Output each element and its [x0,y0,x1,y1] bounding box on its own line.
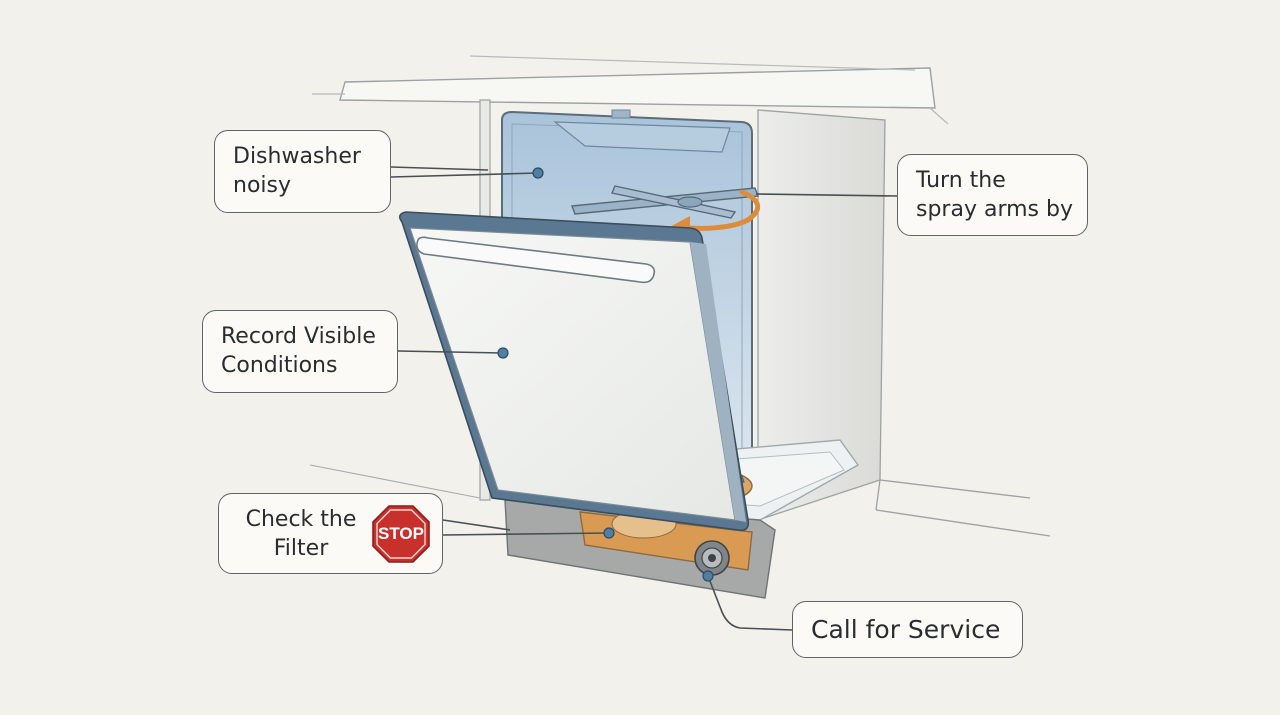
callout-dishwasher-noisy: Dishwasher noisy [214,130,391,213]
leader-noisy-2 [390,166,489,171]
callout-filter-line1: Check the [245,507,357,532]
marker-filter [603,527,615,539]
leader-noisy [390,172,539,178]
callout-turn-spray-arms: Turn the spray arms by [897,154,1088,236]
countertop [312,55,949,125]
callout-record-visible-conditions: Record Visible Conditions [202,310,398,393]
stop-sign-label: STOP [378,524,424,543]
door-handle-icon [416,236,656,284]
stop-sign-icon [372,505,430,563]
leader-lines [390,166,898,631]
leader-filter-2 [442,519,511,531]
callout-spray-line1: Turn the [916,168,1006,193]
leader-spray [755,193,898,197]
marker-service [702,570,714,582]
callout-filter-line2: Filter [273,536,329,561]
callout-call-for-service: Call for Service [792,601,1023,658]
callout-noisy-line2: noisy [233,173,291,198]
spray-arm [571,185,759,219]
marker-record [497,347,509,359]
marker-dots [497,167,714,582]
leader-service [707,575,793,631]
callout-spray-line2: spray arms by [916,197,1073,222]
marker-noisy [532,167,544,179]
dishwasher-door [398,211,750,532]
leader-record [397,350,504,354]
leader-filter [442,532,610,536]
drain-hose-icon [694,540,730,576]
callout-noisy-line1: Dishwasher [233,144,361,169]
callout-service-label: Call for Service [811,615,1001,644]
callout-record-line2: Conditions [221,353,338,378]
callout-record-line1: Record Visible [221,324,376,349]
